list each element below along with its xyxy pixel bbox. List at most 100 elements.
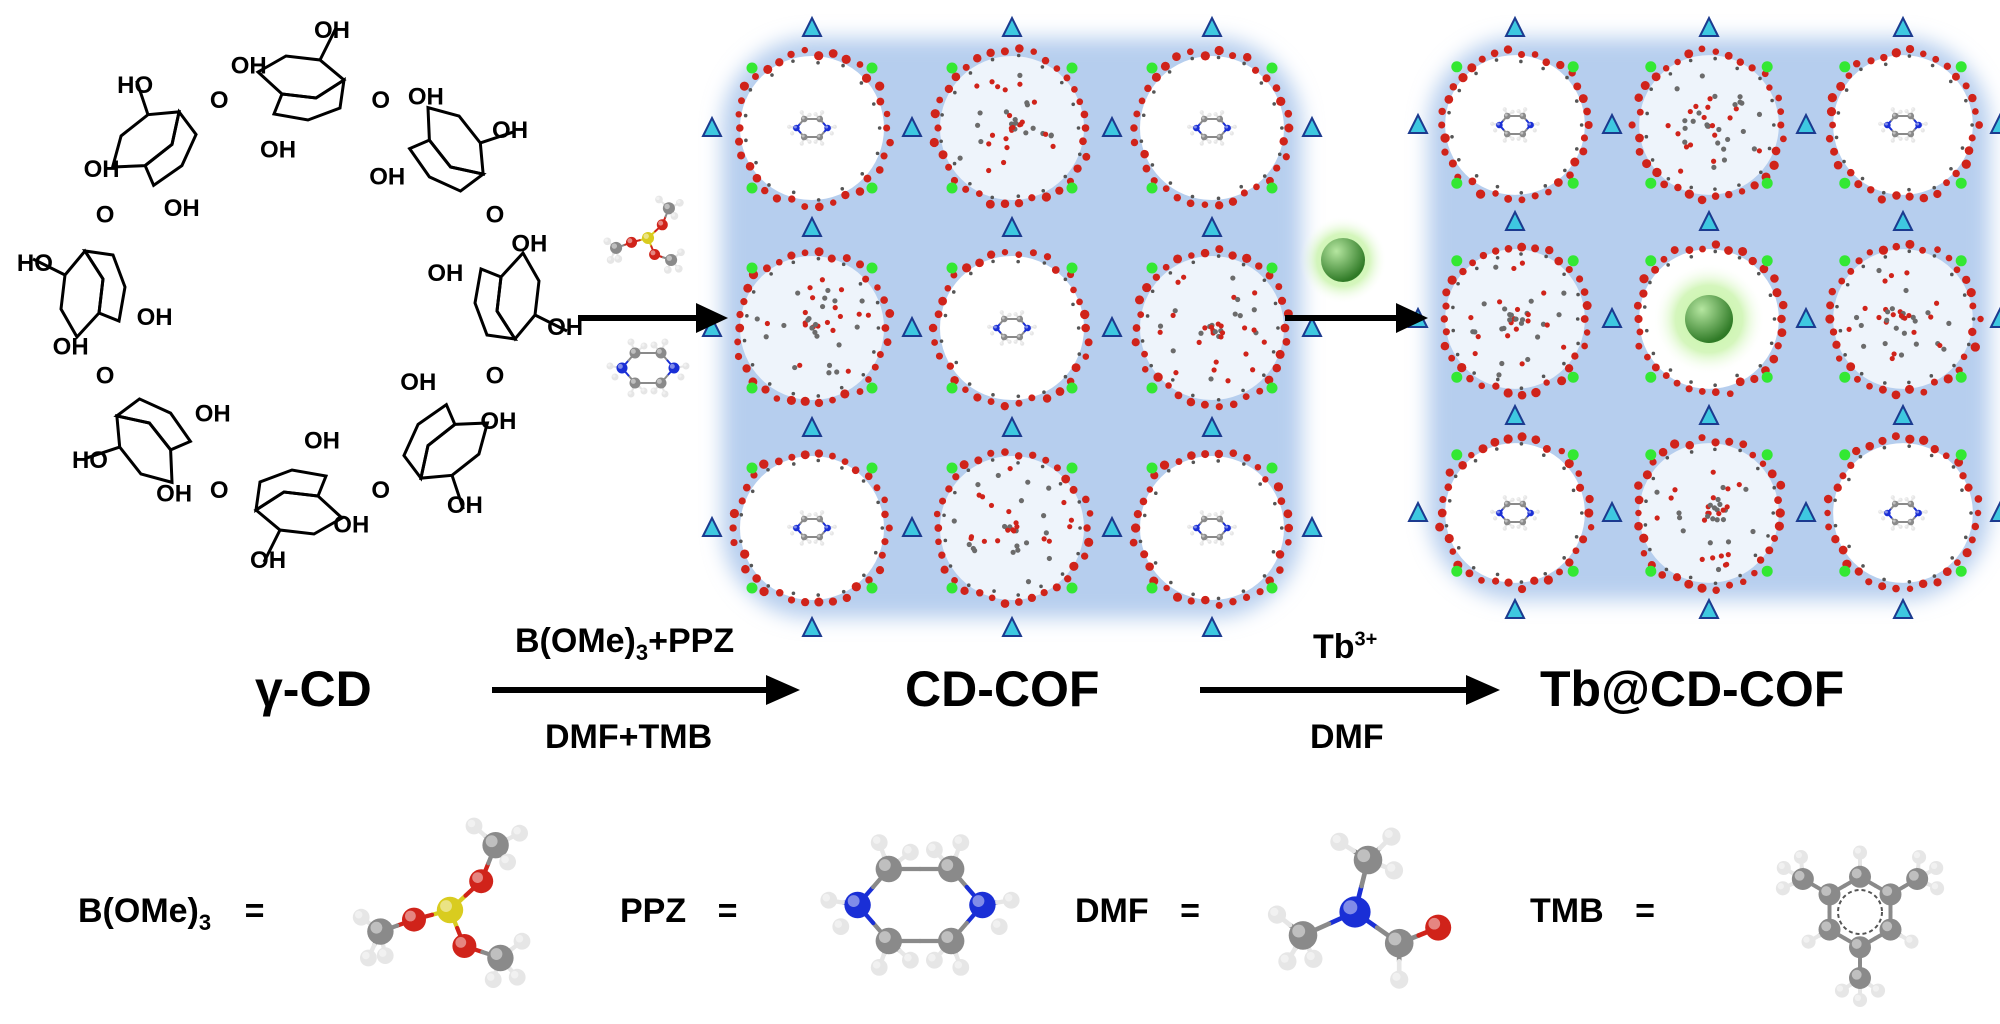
atom bbox=[1220, 141, 1225, 146]
oxygen-dot bbox=[1735, 377, 1745, 387]
oxygen-dot bbox=[1242, 593, 1251, 602]
green-node bbox=[866, 382, 878, 394]
cluster-atom bbox=[1853, 314, 1860, 321]
carbon-dot bbox=[1040, 65, 1045, 69]
cluster-atom bbox=[1717, 501, 1723, 507]
carbon-dot bbox=[1077, 152, 1082, 157]
oxygen-dot bbox=[1186, 199, 1195, 208]
cluster-atom bbox=[1721, 157, 1728, 163]
atom bbox=[1849, 865, 1871, 888]
oxygen-dot bbox=[1833, 483, 1842, 492]
green-node bbox=[1066, 182, 1078, 194]
atom bbox=[1527, 509, 1534, 517]
green-node bbox=[1066, 262, 1078, 274]
green-node bbox=[1567, 177, 1579, 189]
hydroxyl-label: OH bbox=[369, 164, 405, 191]
cluster-atom bbox=[1514, 306, 1521, 313]
atom bbox=[1216, 533, 1224, 541]
cluster-atom bbox=[1173, 370, 1179, 376]
atom bbox=[1879, 918, 1902, 941]
cluster-atom bbox=[1701, 114, 1707, 121]
atom bbox=[1200, 115, 1208, 123]
oxygen-dot bbox=[1243, 52, 1252, 62]
carbon-dot bbox=[1907, 380, 1911, 385]
green-node bbox=[1839, 565, 1851, 577]
oxygen-dot bbox=[1770, 274, 1779, 283]
atom bbox=[376, 947, 394, 964]
boron-node bbox=[1301, 315, 1323, 337]
cluster-atom bbox=[1513, 326, 1519, 332]
boron-node bbox=[1001, 415, 1023, 437]
cluster-atom bbox=[1705, 513, 1711, 519]
carbon-dot bbox=[875, 300, 880, 305]
carbon-dot bbox=[1494, 447, 1499, 451]
atom bbox=[499, 853, 516, 871]
atom bbox=[1510, 136, 1515, 141]
cluster-atom bbox=[1030, 125, 1036, 131]
oxygen-dot bbox=[1228, 251, 1237, 260]
carbon-dot bbox=[1883, 381, 1887, 385]
cluster-atom bbox=[838, 287, 845, 293]
carbon-dot bbox=[841, 63, 845, 68]
cluster-atom bbox=[1751, 146, 1757, 152]
cluster-atom bbox=[1913, 341, 1919, 347]
oxygen-dot bbox=[1748, 64, 1756, 72]
oxygen-dot bbox=[1685, 440, 1695, 450]
carbon-dot bbox=[1665, 455, 1670, 460]
green-node bbox=[1266, 382, 1278, 394]
oxygen-dot bbox=[761, 385, 770, 394]
cluster-atom bbox=[1862, 305, 1868, 311]
arrow1-top-sub: 3 bbox=[635, 639, 649, 665]
oxygen-dot bbox=[801, 46, 809, 54]
carbon-dot bbox=[1191, 393, 1195, 398]
oxygen-dot bbox=[1144, 84, 1152, 93]
carbon-dot bbox=[1519, 580, 1524, 584]
atom bbox=[1890, 526, 1895, 531]
atom bbox=[1007, 312, 1012, 317]
cluster-atom bbox=[1472, 329, 1478, 335]
carbon-dot bbox=[1644, 499, 1648, 504]
oxygen-dot bbox=[827, 254, 836, 263]
atom bbox=[1220, 510, 1225, 515]
cluster-atom bbox=[1674, 86, 1680, 92]
carbon-dot bbox=[816, 198, 821, 202]
oxygen-dot bbox=[1517, 432, 1527, 442]
carbon-dot bbox=[1907, 249, 1912, 254]
oxygen-dot bbox=[1468, 451, 1475, 459]
carbon-dot bbox=[943, 313, 948, 318]
carbon-dot bbox=[1273, 501, 1277, 506]
pore-cavity bbox=[940, 256, 1084, 400]
reaction-arrow-1 bbox=[492, 675, 800, 705]
legend-bome3-sub: 3 bbox=[198, 909, 212, 935]
green-node bbox=[1839, 61, 1851, 73]
oxygen-dot bbox=[773, 395, 781, 402]
oxygen-dot bbox=[1439, 495, 1447, 504]
cluster-atom bbox=[1882, 340, 1888, 347]
atom bbox=[1000, 333, 1008, 341]
carbon-dot bbox=[1058, 481, 1063, 486]
oxygen-dot bbox=[1891, 390, 1901, 400]
atom bbox=[465, 817, 483, 835]
carbon-dot bbox=[992, 589, 996, 593]
cluster-atom bbox=[1225, 378, 1231, 384]
carbon-dot bbox=[953, 90, 957, 95]
oxygen-dot bbox=[1766, 84, 1773, 91]
cluster-atom bbox=[1711, 158, 1717, 164]
cluster-atom bbox=[1675, 131, 1681, 137]
oxygen-dot bbox=[851, 582, 861, 592]
oxygen-dot bbox=[1459, 267, 1467, 276]
green-node bbox=[1645, 177, 1657, 189]
atom bbox=[1496, 509, 1503, 517]
carbon-dot bbox=[1737, 183, 1741, 187]
carbon-dot bbox=[1571, 488, 1576, 493]
oxygen-dot bbox=[1565, 558, 1574, 567]
cluster-atom bbox=[1208, 324, 1215, 330]
oxygen-dot bbox=[1159, 460, 1170, 470]
atom bbox=[1791, 868, 1814, 890]
cluster-atom bbox=[1235, 296, 1241, 303]
carbon-dot bbox=[1541, 66, 1545, 71]
carbon-dot bbox=[1964, 98, 1968, 103]
atom bbox=[1278, 952, 1297, 971]
atom bbox=[1929, 860, 1944, 876]
atom bbox=[1213, 539, 1218, 544]
